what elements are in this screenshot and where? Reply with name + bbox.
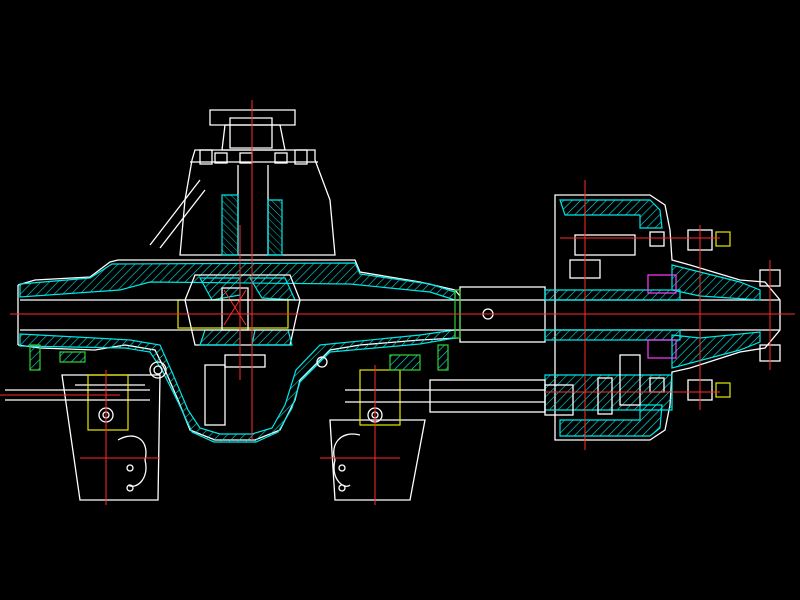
centerlines bbox=[0, 100, 795, 505]
differential bbox=[149, 274, 328, 426]
left-bracket bbox=[5, 344, 161, 501]
wheel-hub bbox=[544, 194, 781, 441]
pinion-housing bbox=[149, 109, 336, 256]
right-bracket bbox=[329, 344, 546, 501]
